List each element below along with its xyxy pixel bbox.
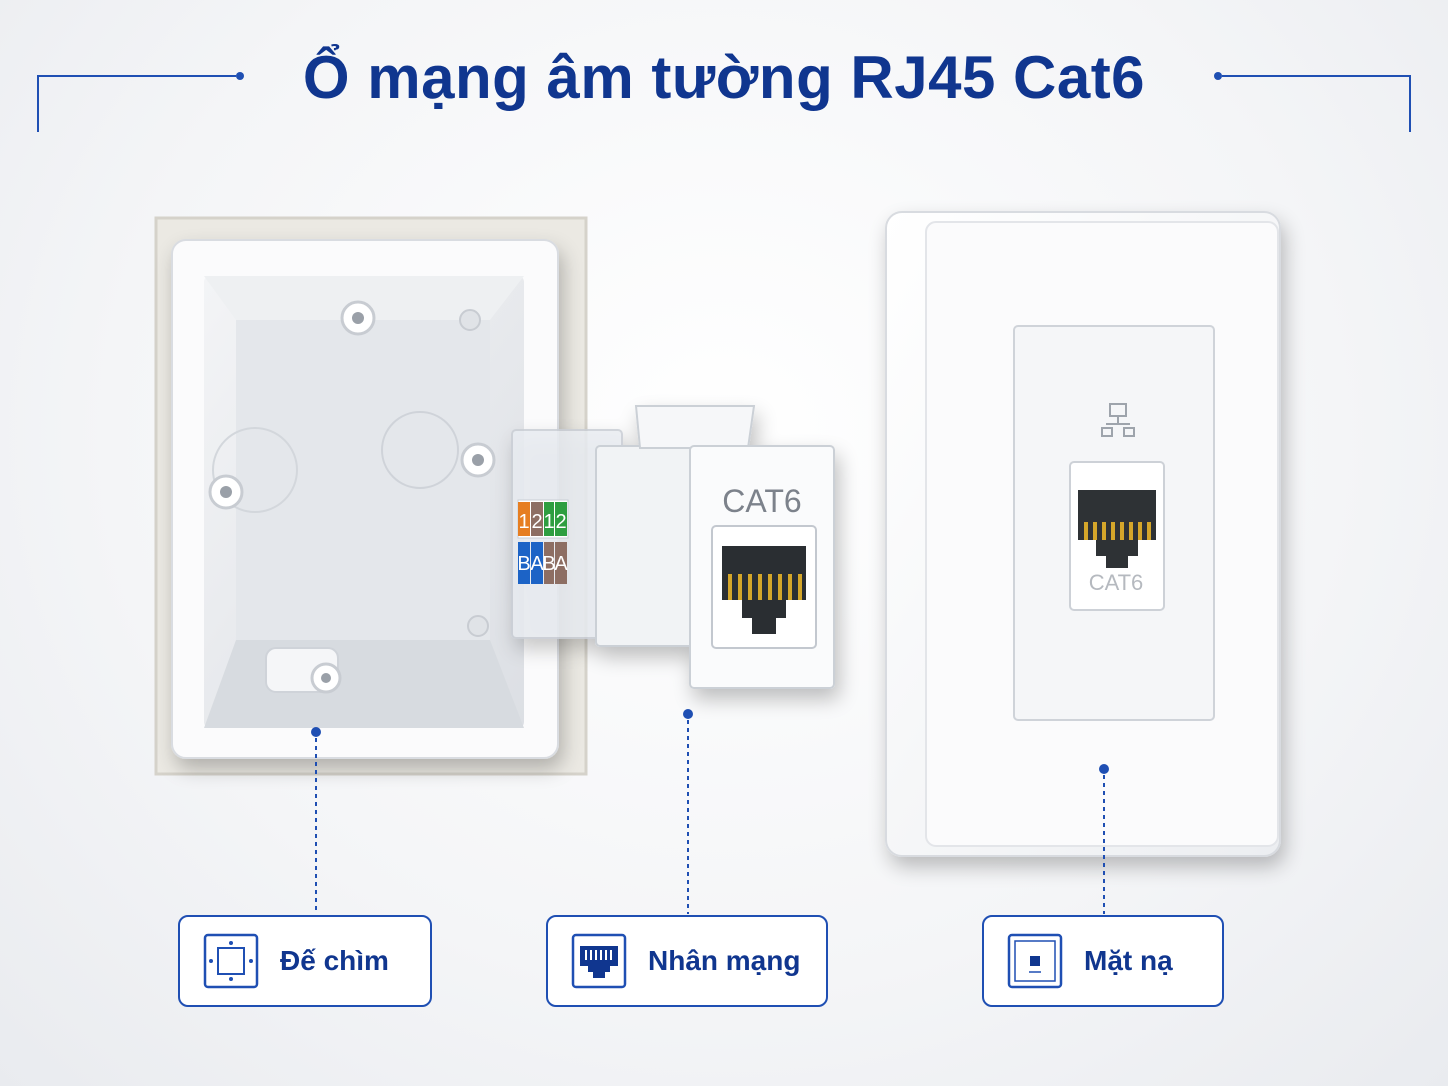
label-back-box: Đế chìm <box>178 915 432 1007</box>
label-back-box-text: Đế chìm <box>280 945 389 976</box>
wiring-top-1: 1 <box>518 511 529 533</box>
faceplate: CAT6 <box>885 211 1281 857</box>
keystone-face-label: CAT6 <box>722 483 801 519</box>
rj45-port-icon <box>571 933 627 989</box>
callout-line-2 <box>683 709 693 914</box>
callout-line-1 <box>311 727 321 914</box>
wiring-bottom-3: B <box>542 553 555 575</box>
label-faceplate-text: Mặt nạ <box>1084 945 1173 976</box>
callout-line-3 <box>1099 764 1109 914</box>
faceplate-port-label: CAT6 <box>1089 570 1144 595</box>
page-title: Ổ mạng âm tường RJ45 Cat6 <box>302 44 1146 111</box>
label-keystone: Nhân mạng <box>546 915 828 1007</box>
faceplate-icon <box>1007 933 1063 989</box>
wiring-bottom-4: A <box>554 553 568 575</box>
wiring-top-4: 2 <box>555 511 566 533</box>
header-line-right <box>1214 72 1411 132</box>
back-box-icon <box>203 933 259 989</box>
wiring-bottom-1: B <box>517 553 530 575</box>
keystone-jack: 1 2 1 2 B A B A CAT6 <box>511 405 835 689</box>
back-box <box>171 239 559 759</box>
header-line-left <box>37 72 244 132</box>
network-icon <box>1101 403 1135 437</box>
wiring-top-3: 1 <box>543 511 554 533</box>
label-keystone-text: Nhân mạng <box>648 945 801 976</box>
wiring-top-2: 2 <box>531 511 542 533</box>
wiring-bottom-2: A <box>530 553 544 575</box>
label-faceplate: Mặt nạ <box>982 915 1224 1007</box>
